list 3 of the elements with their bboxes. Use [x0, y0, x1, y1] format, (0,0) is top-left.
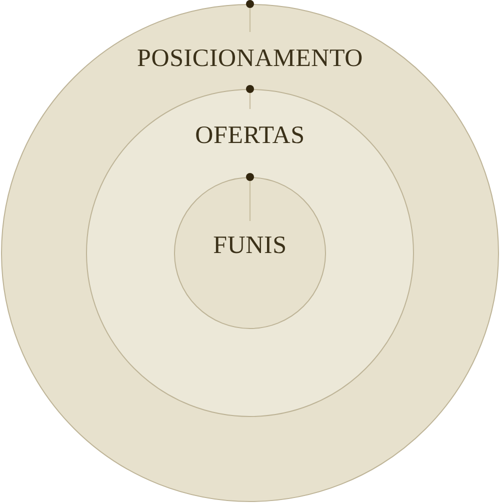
- circle-label: FUNIS: [213, 232, 287, 260]
- circle-label: POSICIONAMENTO: [137, 45, 363, 73]
- circle-label: OFERTAS: [195, 122, 305, 150]
